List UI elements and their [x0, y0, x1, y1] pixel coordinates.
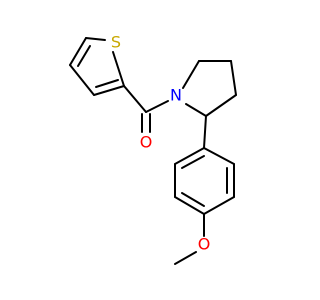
- bond-ar-4-5-inner: [181, 192, 205, 207]
- bond-c2-c3-inner: [95, 79, 119, 88]
- bond-c2-c3: [93, 85, 125, 96]
- atom-label-carbonyl-oxygen: O: [140, 133, 153, 152]
- bond-ch-n: [185, 103, 207, 117]
- bond-thiophene-carbonyl: [123, 85, 147, 113]
- bond-ar-3-4: [203, 196, 235, 215]
- sulfur-symbol: S: [111, 33, 121, 52]
- atom-label-ether-oxygen: O: [198, 235, 211, 254]
- atom-label-nitrogen: N: [170, 86, 182, 105]
- structure-canvas: S N O O: [69, 32, 237, 265]
- pyrrolidine-ring: [182, 60, 237, 117]
- bond-o-methyl: [174, 251, 197, 265]
- bond-s-c2: [112, 51, 125, 87]
- benzene-ring: [174, 147, 235, 215]
- bond-c4-c5: [69, 37, 87, 66]
- bond-ar-4-5: [174, 196, 205, 215]
- ether-oxygen-symbol: O: [198, 235, 211, 254]
- bond-ar-6-1-inner: [181, 155, 205, 169]
- atom-label-sulfur: S: [111, 33, 121, 52]
- bond-n-ch2: [182, 60, 200, 89]
- bond-c5-s: [85, 37, 106, 41]
- bond-c4-c5-inner: [77, 45, 91, 67]
- bond-ar-6-1: [174, 147, 205, 165]
- carbonyl-group: [123, 85, 169, 133]
- carbonyl-oxygen-symbol: O: [140, 133, 153, 152]
- bond-ch2-ch2-b: [230, 60, 237, 96]
- bond-ch-aryl: [203, 115, 207, 149]
- bond-carbonyl-n: [145, 100, 169, 113]
- nitrogen-symbol: N: [170, 86, 182, 105]
- bond-c3-c4: [69, 64, 95, 96]
- thiophene-ring: [69, 37, 125, 96]
- bond-ar-1-2: [203, 147, 235, 165]
- methoxy-group: [174, 213, 205, 265]
- bond-ch2-ch: [205, 94, 237, 117]
